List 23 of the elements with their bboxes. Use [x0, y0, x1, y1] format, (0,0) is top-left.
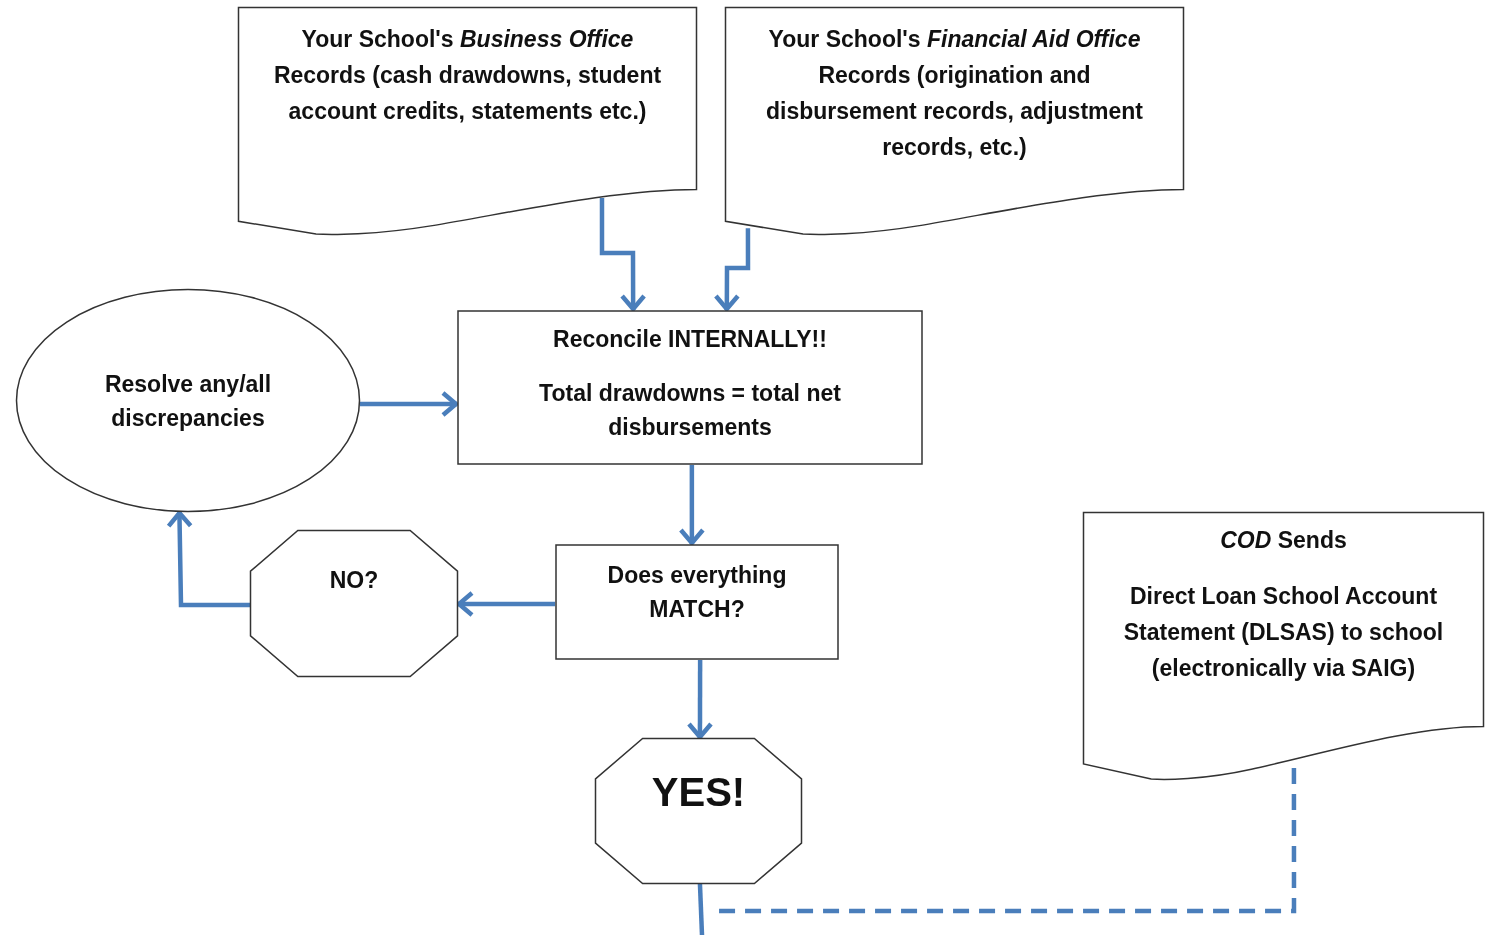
arrow [599, 198, 647, 312]
node-text: NO? [329, 566, 379, 595]
node-text: Your School's Business Office Records (cash drawdowns, student account credits, statements etc.) [272, 25, 663, 126]
document-shape [725, 7, 1184, 235]
ellipse-node [16, 289, 360, 512]
arrow [713, 228, 751, 312]
arrow [686, 660, 714, 740]
process-box [555, 544, 839, 660]
node-text: Reconcile INTERNALLY!! [553, 325, 827, 354]
node-text: YES! [651, 769, 746, 816]
document-shape [1083, 512, 1484, 780]
arrow [360, 390, 459, 418]
node-text: Your School's Financial Aid Office Records (origination and disbursement records, adjustment records, etc.) [764, 25, 1144, 162]
octagon-node [250, 530, 458, 677]
arrow [678, 465, 706, 546]
node-text: Resolve any/all discrepancies [103, 369, 273, 433]
node-text: Direct Loan School Account Statement (DLSAS) to school (electronically via SAIG) [1122, 582, 1445, 683]
document-shape [238, 7, 697, 235]
node-text: Does everything MATCH? [606, 561, 788, 624]
process-box [457, 310, 923, 465]
node-text: Total drawdowns = total net disbursements [538, 379, 842, 442]
octagon-node [595, 738, 802, 884]
node-text: COD Sends [1220, 526, 1347, 555]
